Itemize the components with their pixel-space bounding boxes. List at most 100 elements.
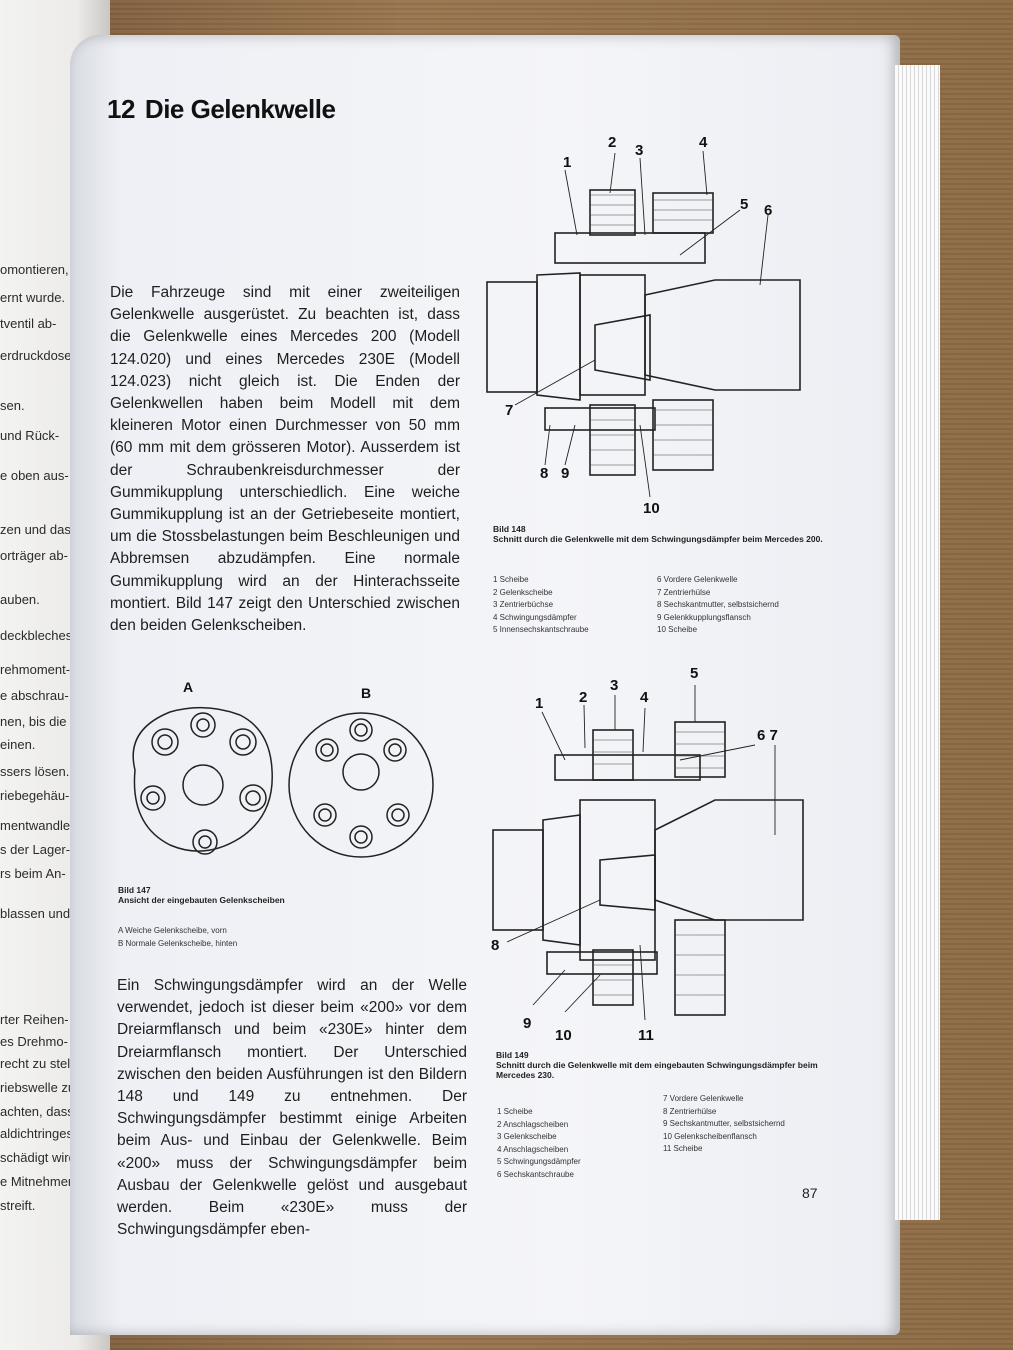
legend-item: 9 Sechskantmutter, selbstsichernd — [663, 1119, 785, 1128]
cross-section-149 — [492, 721, 804, 1016]
leaders-149 — [506, 685, 776, 1021]
caption-147-text: Ansicht der eingebauten Gelenkscheiben — [118, 895, 285, 905]
left-page-text-fragment: e Mitnehmer- — [0, 1174, 77, 1189]
callout: 10 — [555, 1027, 572, 1044]
left-page-text-fragment: nen, bis die — [0, 714, 67, 729]
left-page-text-fragment: zen und das — [0, 522, 71, 537]
left-page-text-fragment: schädigt wird — [0, 1150, 76, 1165]
left-page-text-fragment: rs beim An- — [0, 866, 66, 881]
legend-item: 7 Zentrierhülse — [657, 587, 711, 597]
legend-item: 2 Anschlagscheiben — [497, 1119, 569, 1129]
callout: 6 — [764, 202, 772, 219]
callout: 9 — [523, 1015, 531, 1032]
caption-148-number: Bild 148 — [493, 524, 526, 534]
hatching-149 — [593, 731, 725, 996]
legend-item: 2 Gelenkscheibe — [493, 587, 553, 597]
left-page-text-fragment: mentwandler — [0, 818, 75, 833]
left-page-text-fragment: sen. — [0, 398, 25, 413]
callout: 7 — [505, 402, 513, 419]
gelenkscheibe-a-drawing — [132, 706, 273, 855]
callout: 10 — [643, 500, 660, 517]
left-page-text-fragment: tventil ab- — [0, 316, 57, 331]
legend-item: 5 Innensechskantschraube — [493, 625, 589, 634]
caption-148: Bild 148 Schnitt durch die Gelenkwelle m… — [493, 524, 823, 544]
callout: 11 — [638, 1027, 654, 1044]
left-page-text-fragment: und Rück- — [0, 428, 60, 443]
gelenkscheibe-b-drawing — [288, 712, 434, 858]
left-page-text-fragment: achten, dass — [0, 1104, 74, 1119]
chapter-heading: 12 Die Gelenkwelle — [107, 94, 336, 125]
left-page-text-fragment: deckbleches — [0, 628, 73, 643]
cross-section-148 — [486, 189, 801, 476]
left-page-text-fragment: streift. — [0, 1198, 36, 1213]
legend-item: 4 Schwingungsdämpfer — [493, 612, 577, 622]
paragraph-1: Die Fahrzeuge sind mit einer zweiteilige… — [110, 284, 460, 635]
legend-item: 4 Anschlagscheiben — [497, 1144, 569, 1154]
callout: 6 7 — [757, 727, 778, 744]
chapter-title: Die Gelenkwelle — [144, 94, 336, 124]
legend-item: 3 Zentrierbüchse — [493, 600, 554, 609]
legend-item: 9 Gelenkkupplungsflansch — [657, 612, 751, 622]
legend-item: 1 Scheibe — [497, 1107, 533, 1116]
legend-item: 11 Scheibe — [663, 1144, 703, 1153]
callout: 1 — [563, 154, 571, 171]
legend-148-right: 6 Vordere Gelenkwelle 7 Zentrierhülse 8 … — [657, 574, 779, 637]
left-page-text-fragment: orträger ab- — [0, 548, 68, 563]
left-page-text-fragment: recht zu stel- — [0, 1056, 75, 1071]
left-page-text-fragment: e oben aus- — [0, 468, 69, 483]
left-page-text-fragment: riebswelle zu — [0, 1080, 76, 1095]
legend-item: A Weiche Gelenkscheibe, vorn — [118, 926, 227, 935]
caption-149-text: Schnitt durch die Gelenkwelle mit dem ei… — [496, 1060, 818, 1080]
left-page-text-fragment: riebegehäu- — [0, 788, 70, 803]
legend-148-left: 1 Scheibe 2 Gelenkscheibe 3 Zentrierbüch… — [493, 574, 589, 637]
left-page-text-fragment: e abschrau- — [0, 688, 69, 703]
paragraph-2: Ein Schwingungsdämpfer wird an der Welle… — [117, 977, 467, 1239]
legend-item: 5 Schwingungsdämpfer — [497, 1157, 581, 1166]
legend-item: 6 Vordere Gelenkwelle — [657, 575, 738, 584]
legend-item: 8 Sechskantmutter, selbstsichernd — [657, 600, 779, 609]
figure-149: 1 2 3 4 5 6 7 8 9 10 11 — [485, 660, 815, 1045]
left-page-text-fragment: ernt wurde. — [0, 290, 66, 305]
left-page-text-fragment: ssers lösen. — [0, 764, 70, 779]
page-edge — [895, 65, 940, 1220]
callout: 4 — [699, 134, 708, 151]
callout: 1 — [535, 695, 543, 712]
left-page-text-fragment: s der Lager- — [0, 842, 71, 857]
legend-item: B Normale Gelenkscheibe, hinten — [118, 938, 238, 948]
left-page-text-fragment: einen. — [0, 737, 36, 752]
callout: 5 — [690, 665, 698, 682]
legend-147: A Weiche Gelenkscheibe, vorn B Normale G… — [118, 925, 237, 950]
left-page-text-fragment: rehmoment- — [0, 662, 71, 677]
left-page-text-fragment: rter Reihen- — [0, 1012, 69, 1027]
left-page-text-fragment: omontieren, — [0, 262, 69, 277]
callout: 2 — [579, 689, 587, 706]
callout: 8 — [540, 465, 548, 482]
left-page-text-fragment: auben. — [0, 592, 40, 607]
figure-147: A B — [115, 680, 465, 880]
caption-149-number: Bild 149 — [496, 1050, 529, 1060]
figure-148: 1 2 3 4 5 6 7 8 9 10 — [485, 125, 815, 520]
caption-148-text: Schnitt durch die Gelenkwelle mit dem Sc… — [493, 534, 823, 544]
legend-item: 8 Zentrierhülse — [663, 1106, 717, 1116]
callout: 4 — [640, 689, 649, 706]
hatching-148 — [590, 194, 713, 466]
legend-item: 3 Gelenkscheibe — [497, 1132, 557, 1141]
chapter-number: 12 — [107, 94, 135, 124]
label-b: B — [361, 685, 371, 701]
caption-147: Bild 147 Ansicht der eingebauten Gelenks… — [118, 885, 438, 905]
left-page-text-fragment: erdruckdose — [0, 348, 72, 363]
legend-item: 10 Scheibe — [657, 625, 698, 634]
leaders-148 — [514, 150, 769, 498]
callout: 3 — [635, 142, 643, 159]
callout: 3 — [610, 677, 618, 694]
left-page-text-fragment: es Drehmo- — [0, 1034, 68, 1049]
caption-147-number: Bild 147 — [118, 885, 151, 895]
legend-item: 7 Vordere Gelenkwelle — [663, 1094, 744, 1103]
right-page — [70, 35, 900, 1335]
callout: 2 — [608, 134, 616, 151]
label-a: A — [183, 680, 193, 695]
callout: 5 — [740, 196, 748, 213]
left-page-text-fragment: blassen und — [0, 906, 71, 921]
left-page-text-fragment: aldichtringes — [0, 1126, 73, 1141]
legend-149-right: 7 Vordere Gelenkwelle 8 Zentrierhülse 9 … — [663, 1093, 785, 1156]
